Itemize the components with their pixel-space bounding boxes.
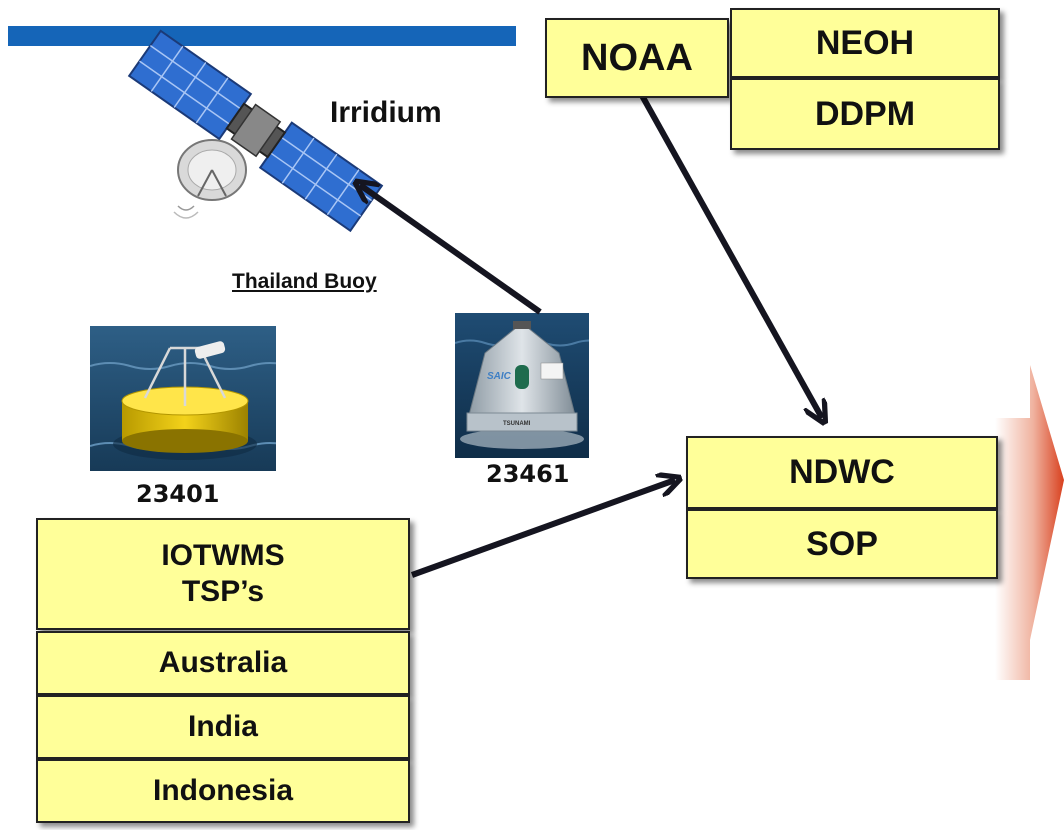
indonesia-box: Indonesia: [36, 759, 410, 823]
sop-label: SOP: [806, 524, 878, 563]
iotwms-label-line1: IOTWMS: [161, 539, 285, 572]
iotwms-box: IOTWMS TSP’s: [36, 518, 410, 630]
indonesia-label: Indonesia: [152, 774, 294, 807]
sop-box: SOP: [686, 509, 998, 579]
tsunami-text: TSUNAMI: [503, 421, 531, 427]
ndwc-label: NDWC: [789, 453, 895, 491]
satellite-label: Irridium: [330, 96, 442, 129]
ndwc-box: NDWC: [686, 436, 998, 509]
australia-label: Australia: [158, 646, 288, 679]
header-bar: [8, 26, 516, 46]
ddpm-label: DDPM: [814, 94, 916, 133]
buoy-23401-label: 23401: [136, 480, 220, 508]
thailand-buoy-label: Thailand Buoy: [232, 270, 377, 293]
buoy-23461-label: 23461: [486, 460, 570, 488]
arrow-buoy-to-satellite: [360, 185, 542, 315]
iotwms-label-line2: TSP’s: [181, 575, 265, 608]
neoh-box: NEOH: [730, 8, 1000, 78]
buoy-23461-photo: SAIC TSUNAMI: [455, 313, 589, 458]
noaa-box: NOAA: [545, 18, 729, 98]
big-output-arrow: [995, 365, 1064, 680]
buoy-23401-photo: [90, 326, 276, 471]
neoh-label: NEOH: [815, 23, 915, 62]
arrow-iotwms-to-ndwc: [410, 480, 675, 578]
australia-box: Australia: [36, 631, 410, 695]
saic-logo-text: SAIC: [487, 371, 512, 382]
noaa-label: NOAA: [581, 36, 693, 79]
india-box: India: [36, 695, 410, 759]
ddpm-box: DDPM: [730, 78, 1000, 150]
india-label: India: [187, 710, 258, 743]
